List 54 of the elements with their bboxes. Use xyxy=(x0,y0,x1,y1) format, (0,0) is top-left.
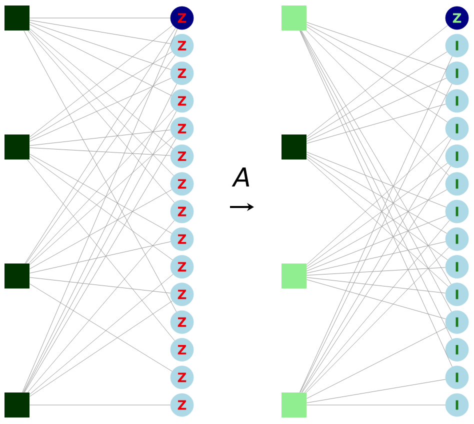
edge-line xyxy=(306,154,448,234)
edge-line xyxy=(29,189,172,270)
edge-line xyxy=(306,136,449,265)
operator-label: A xyxy=(232,168,250,186)
edge-line xyxy=(306,404,446,406)
edge-line xyxy=(306,279,446,320)
edge-line xyxy=(304,220,450,393)
check-square xyxy=(282,392,306,418)
edge-line xyxy=(29,30,174,176)
check-square xyxy=(282,264,306,288)
check-square xyxy=(282,6,306,30)
check-square xyxy=(4,6,30,30)
edge-line xyxy=(29,130,171,146)
edge-line xyxy=(28,109,174,264)
edge-line xyxy=(29,136,174,265)
edge-line xyxy=(28,220,175,393)
edge-line xyxy=(22,28,178,393)
edge-line xyxy=(28,30,175,203)
edge-line xyxy=(306,379,446,404)
edge-line xyxy=(306,277,446,294)
edge-line xyxy=(306,267,446,276)
check-square xyxy=(4,264,30,288)
edge-line xyxy=(306,22,446,70)
edge-line xyxy=(27,159,175,341)
edge-line xyxy=(29,277,171,294)
edge-line xyxy=(29,241,171,274)
edge-line xyxy=(306,78,447,142)
edge-line xyxy=(29,51,172,140)
edge-line xyxy=(29,284,172,372)
edge-line xyxy=(306,247,450,393)
edge-line xyxy=(306,241,446,274)
edge-line xyxy=(306,158,449,287)
edge-line xyxy=(29,22,172,70)
edge-line xyxy=(29,147,171,156)
edge-line xyxy=(306,104,446,144)
edge-line xyxy=(29,156,173,260)
edge-line xyxy=(29,78,172,142)
edge-line xyxy=(306,189,448,270)
check-square xyxy=(4,134,30,160)
edge-line xyxy=(24,30,177,312)
edge-line xyxy=(306,216,446,272)
edge-line xyxy=(29,24,172,96)
edge-line xyxy=(306,24,447,96)
edge-line xyxy=(29,404,171,406)
check-square xyxy=(282,134,306,160)
check-square xyxy=(4,392,30,418)
edge-line xyxy=(29,20,171,44)
edge-line xyxy=(29,154,172,234)
edge-line xyxy=(306,30,450,176)
edge-line xyxy=(29,274,174,395)
edge-line xyxy=(306,52,448,140)
edge-line xyxy=(306,327,447,399)
edge-line xyxy=(29,300,173,397)
edge-line xyxy=(306,152,446,208)
